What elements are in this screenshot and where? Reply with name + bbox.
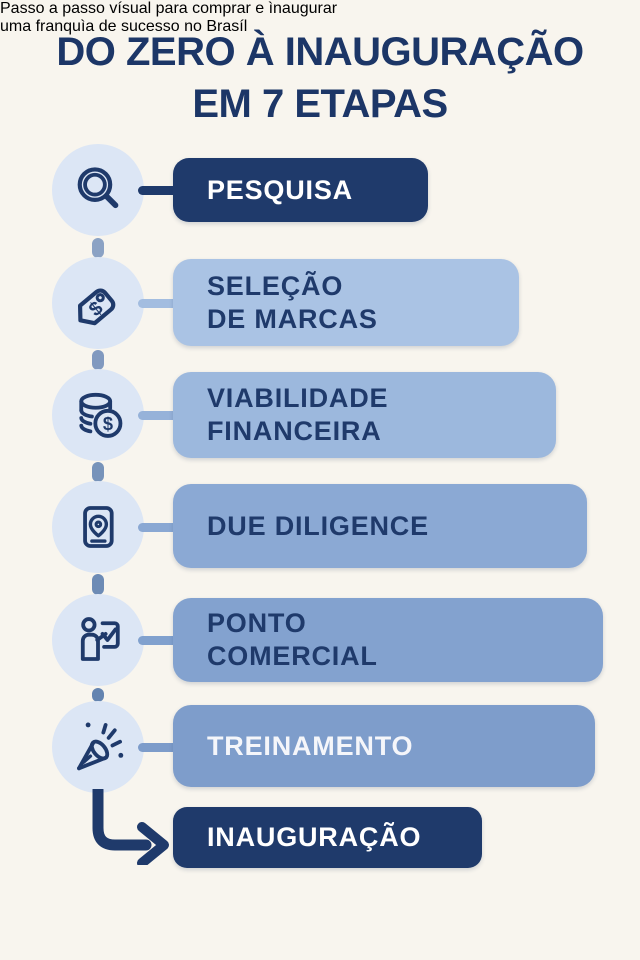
step-icon-circle	[52, 481, 144, 573]
party-popper-icon	[77, 722, 124, 771]
step-connector	[138, 411, 180, 420]
step-icon-circle	[52, 144, 144, 236]
connector-segment	[92, 574, 104, 595]
step-box: VIABILIDADE FINANCEIRA	[173, 372, 556, 458]
step-box: SELEÇÃO DE MARCAS	[173, 259, 519, 346]
location-document-icon	[83, 506, 114, 548]
step-label: DUE DILIGENCE	[207, 510, 429, 541]
connector-segment	[92, 238, 104, 258]
svg-text:$: $	[103, 413, 113, 434]
step-label: INAUGURAÇÃO	[207, 822, 422, 852]
caption-line1: Passo a passo vísual para comprar e ìnau…	[0, 0, 338, 17]
page-title-line2: EM 7 ETAPAS	[192, 82, 448, 126]
step-connector	[138, 636, 180, 645]
step-box: PESQUISA	[173, 158, 428, 222]
page-title: DO ZERO À INAUGURAÇÃO EM 7 ETAPAS	[0, 26, 640, 130]
step-connector	[138, 299, 180, 308]
step-label-line2: FINANCEIRA	[207, 416, 382, 446]
caption-line2: uma franquìa de sucesso no Brasíl	[0, 18, 248, 35]
step-box: PONTO COMERCIAL	[173, 598, 603, 682]
step-label-line2: COMERCIAL	[207, 641, 378, 671]
step-icon-circle	[52, 701, 144, 793]
step-label: PESQUISA	[207, 174, 353, 205]
step-connector	[138, 186, 180, 195]
step-label-line1: VIABILIDADE	[207, 383, 389, 413]
step-label-line2: DE MARCAS	[207, 303, 378, 334]
step-label-line1: PONTO	[207, 608, 307, 638]
connector-segment	[92, 688, 104, 702]
coins-icon: $	[79, 392, 123, 438]
step-connector	[138, 743, 180, 752]
step-icon-circle	[52, 594, 144, 686]
presenter-icon	[80, 617, 120, 661]
page-title-line1: DO ZERO À INAUGURAÇÃO	[56, 30, 584, 74]
connector-segment	[92, 462, 104, 482]
connector-segment	[92, 350, 104, 370]
step-icon-circle: $	[52, 369, 144, 461]
price-tag-icon: $	[77, 288, 116, 326]
step-label-line1: SELEÇÃO	[207, 270, 344, 301]
step-icon-circle: $	[52, 257, 144, 349]
elbow-arrow-icon	[88, 789, 180, 865]
step-box: INAUGURAÇÃO	[173, 807, 482, 868]
step-box: TREINAMENTO	[173, 705, 595, 787]
magnifier-icon	[77, 167, 119, 209]
step-label: TREINAMENTO	[207, 730, 414, 761]
step-box: DUE DILIGENCE	[173, 484, 587, 568]
step-connector	[138, 523, 180, 532]
